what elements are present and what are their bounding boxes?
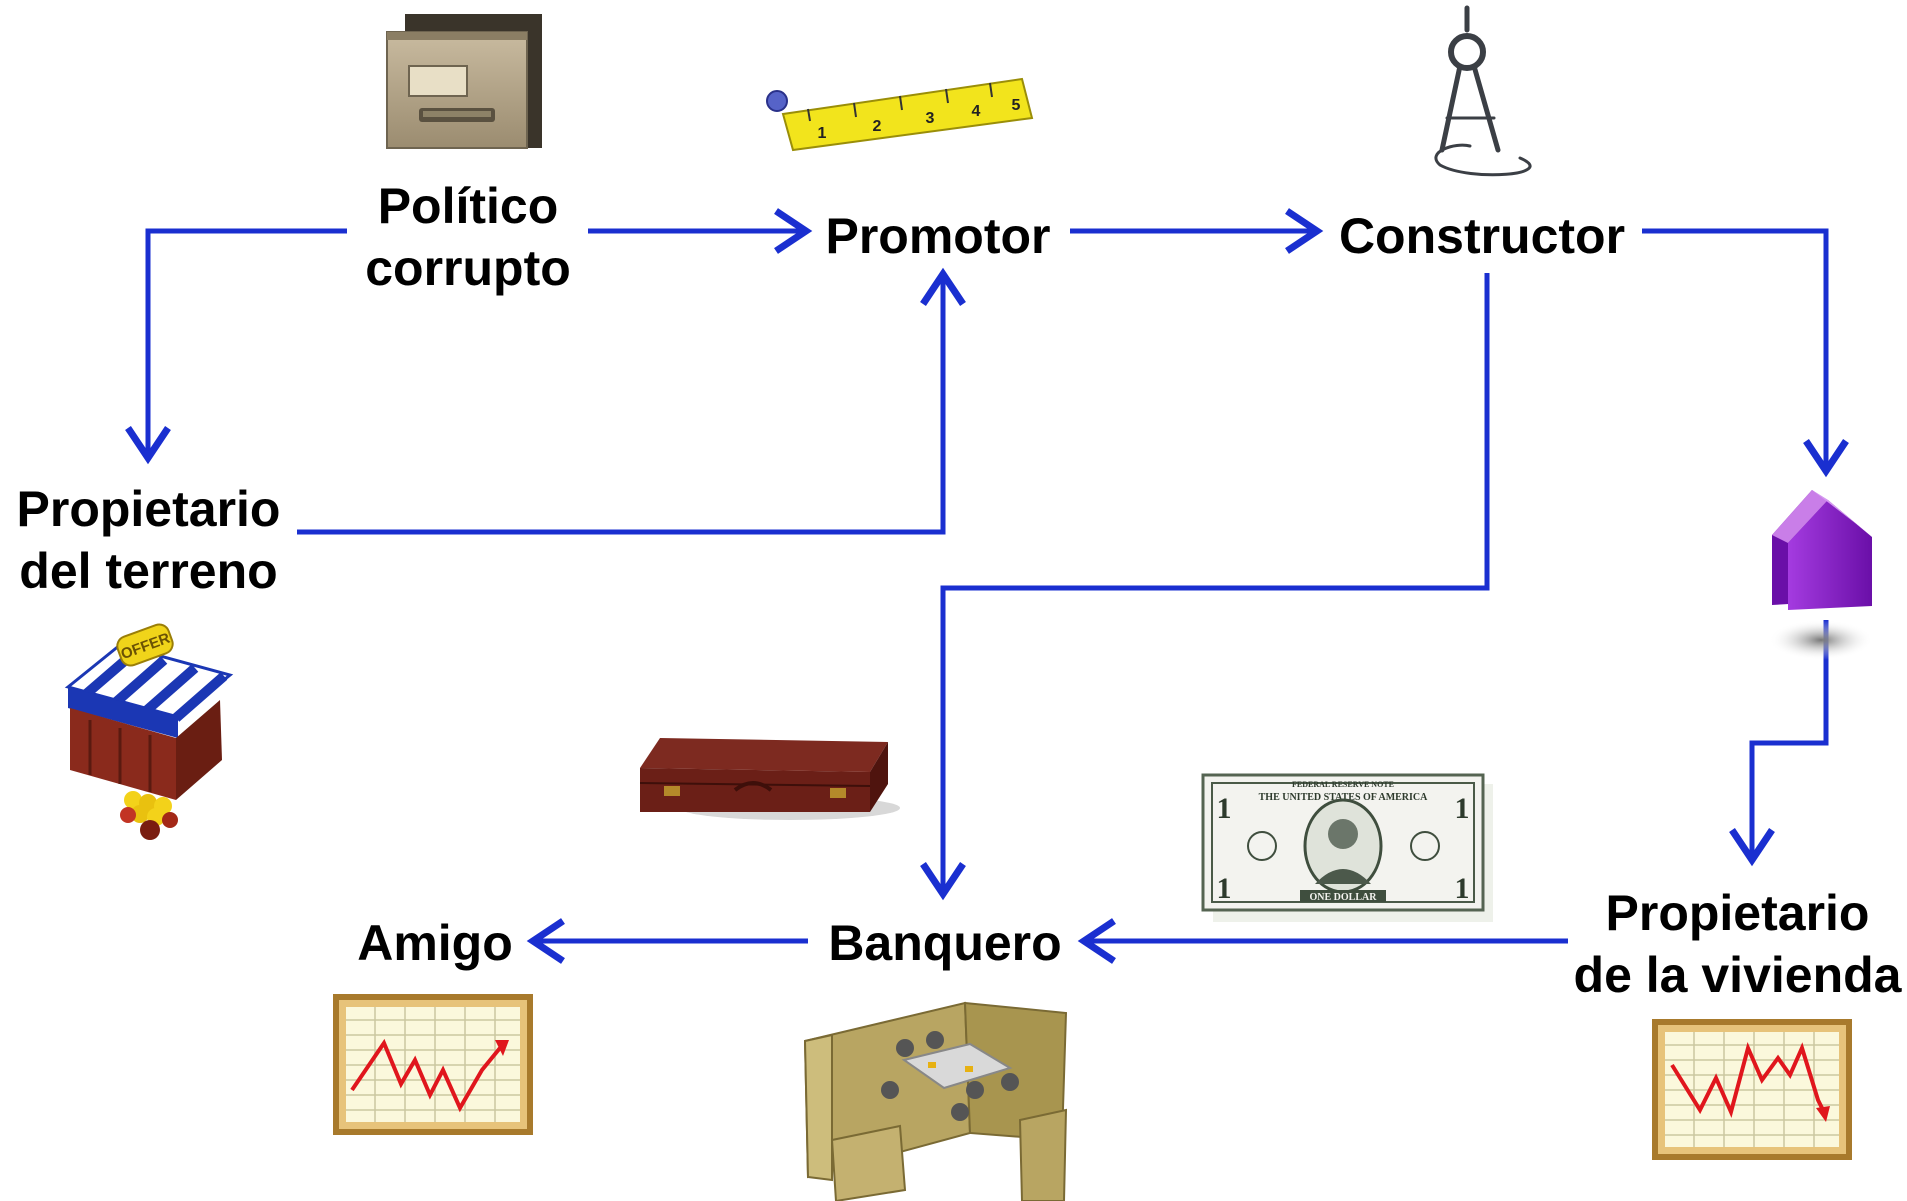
house-icon (1769, 490, 1873, 660)
compass-icon (1434, 5, 1532, 177)
node-constructor: Constructor (1338, 208, 1626, 264)
node-promotor: Promotor (825, 208, 1051, 264)
briefcase-icon (639, 738, 900, 820)
node-amigo: Amigo (357, 915, 513, 971)
rising-chart-icon (333, 994, 533, 1135)
node-propietario-vivienda-line1: Propietario (1605, 885, 1870, 941)
ruler-icon: 1 2 3 4 5 (766, 77, 1034, 152)
ruler-number-1: 1 (818, 125, 827, 142)
falling-chart-icon (1652, 1019, 1852, 1160)
dollar-denomination: ONE DOLLAR (1310, 892, 1378, 903)
node-propietario-terreno: Propietario del terreno (0, 478, 297, 602)
dollar-numeral-br: 1 (1455, 872, 1470, 905)
arrow-politico-to-propietario-terreno (125, 228, 347, 465)
node-propietario-vivienda-line2: de la vivienda (1573, 947, 1902, 1003)
node-politico-corrupto: Político corrupto (347, 175, 589, 299)
dollar-bill-icon: FEDERAL RESERVE NOTE THE UNITED STATES O… (1201, 773, 1493, 922)
connectors (125, 208, 1849, 964)
ruler-number-4: 4 (972, 103, 981, 120)
node-politico-line2: corrupto (365, 240, 571, 296)
dollar-numeral-tl: 1 (1217, 792, 1232, 825)
meeting-cubicle-icon (803, 1001, 1068, 1201)
dollar-header: FEDERAL RESERVE NOTE (1292, 780, 1394, 789)
arrow-constructor-to-banquero (920, 273, 1490, 901)
market-stall-icon: OFFER (64, 623, 234, 840)
node-propietario-vivienda: Propietario de la vivienda (1568, 882, 1907, 1006)
node-politico-line1: Político (377, 178, 559, 234)
dollar-country: THE UNITED STATES OF AMERICA (1259, 792, 1429, 803)
node-banquero: Banquero (828, 915, 1062, 971)
arrow-constructor-to-house (1642, 228, 1849, 478)
ruler-number-2: 2 (873, 118, 882, 135)
ruler-number-3: 3 (926, 110, 935, 127)
dollar-numeral-bl: 1 (1217, 872, 1232, 905)
dollar-numeral-tr: 1 (1455, 792, 1470, 825)
node-propietario-terreno-line1: Propietario (16, 481, 281, 537)
filing-cabinet-icon (386, 14, 542, 149)
ruler-number-5: 5 (1012, 97, 1021, 114)
arrow-propietario-terreno-to-promotor (297, 267, 966, 535)
node-propietario-terreno-line2: del terreno (19, 543, 278, 599)
arrow-house-to-propietario-vivienda (1729, 620, 1829, 867)
